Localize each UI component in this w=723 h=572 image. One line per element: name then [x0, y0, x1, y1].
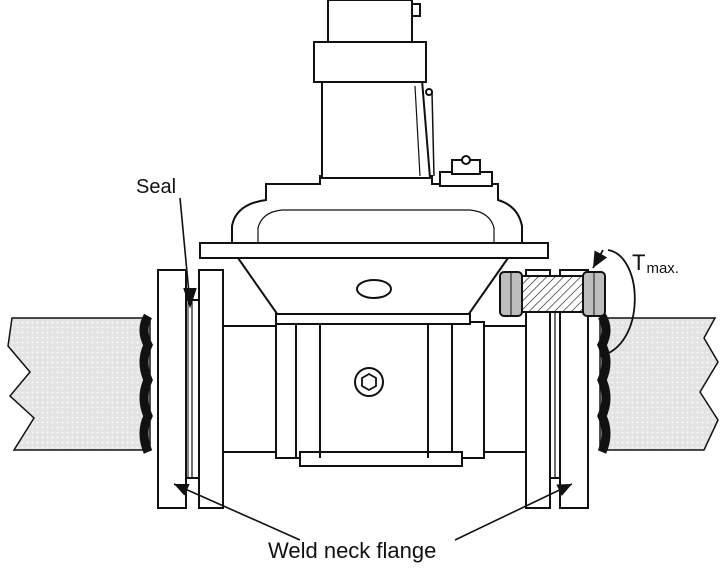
tmax-subscript: max. [646, 260, 679, 277]
right-seal-gasket [596, 313, 611, 454]
tmax-main: T [632, 250, 646, 275]
left-seal-gasket [139, 313, 154, 454]
valve-cone [236, 257, 510, 325]
breather-cap [439, 155, 493, 187]
torque-indicator [592, 249, 636, 357]
diaphragm-housing [231, 175, 523, 244]
tmax-label: Tmax. [632, 250, 679, 277]
right-pipe [599, 317, 719, 451]
left-weld-neck-flange [157, 269, 224, 509]
seal-leader [179, 197, 197, 309]
seal-label: Seal [136, 176, 177, 198]
housing-flange-plate [199, 242, 549, 259]
left-pipe [7, 317, 151, 451]
hex-socket-plug [354, 367, 384, 397]
weld-neck-flange-label: Weld neck flange [268, 538, 437, 563]
upper-column [313, 0, 435, 179]
flange-bolt [499, 271, 606, 317]
flange-leader-lines [173, 483, 573, 541]
